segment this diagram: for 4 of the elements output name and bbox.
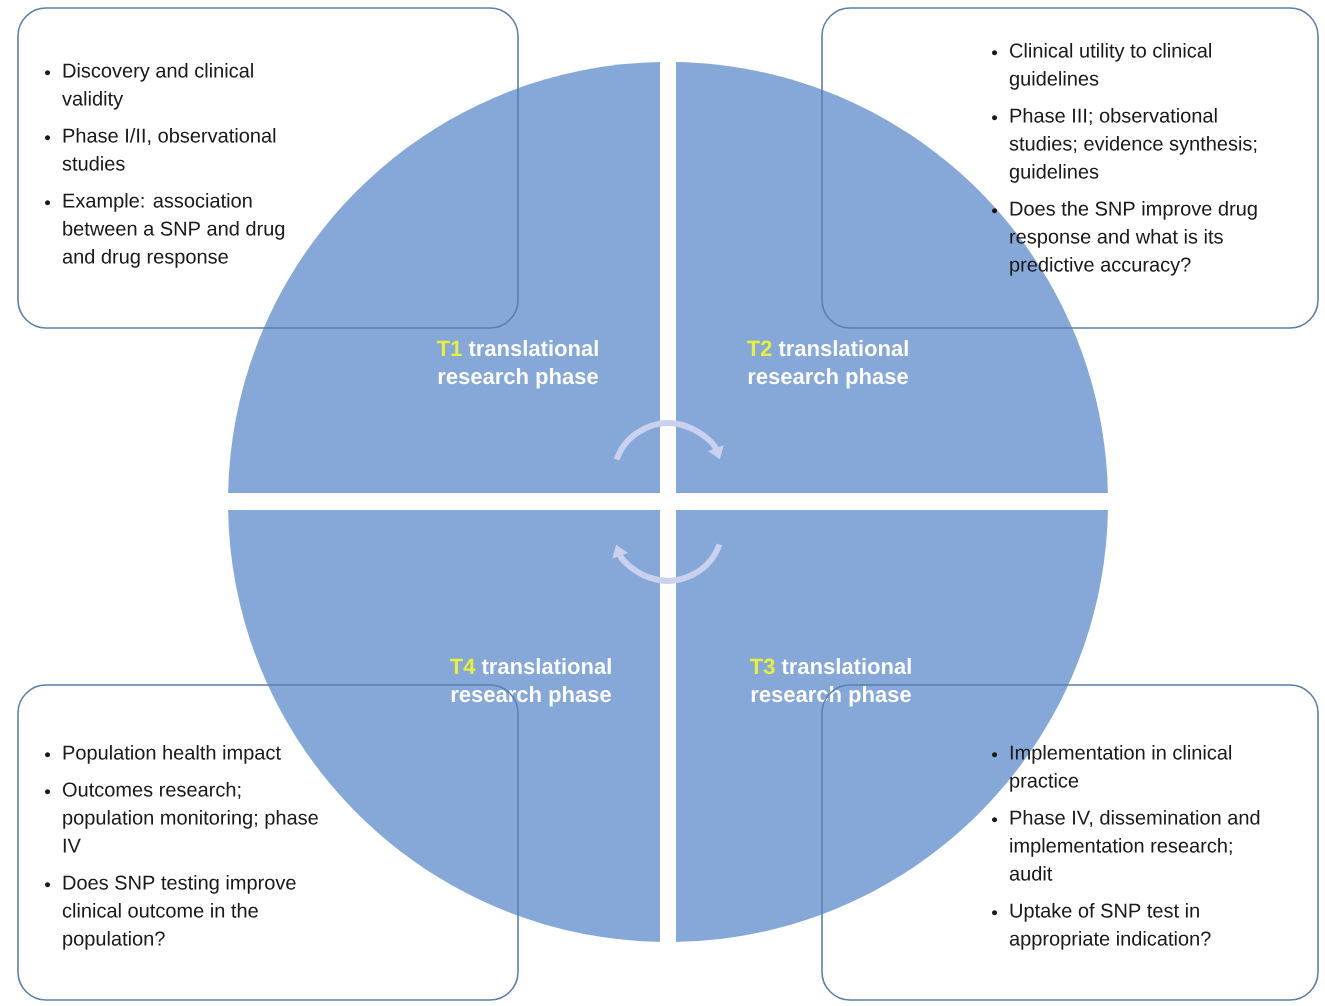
text-box: Discovery and clinical validity Phase I/II, observational studies Example: association between a SNP and drug and drug response bbox=[17, 7, 519, 329]
circular-arrow bbox=[613, 420, 724, 461]
circular-arrow bbox=[612, 543, 723, 584]
text-box: Clinical utility to clinical guidelines Phase III; observational studies; evidence synthesis; guidelines Does the SNP improve drug response and what is its predictive accuracy? bbox=[821, 7, 1319, 329]
